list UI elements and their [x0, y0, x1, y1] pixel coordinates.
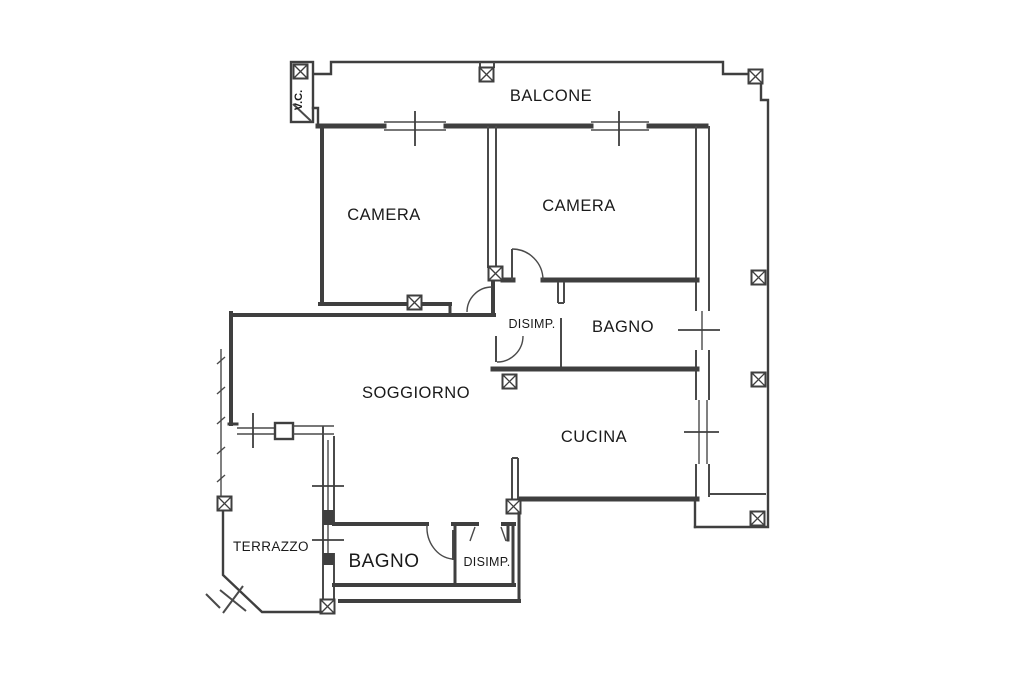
- window-icon: [678, 311, 720, 350]
- column-icon: [487, 265, 504, 282]
- column-icon: [406, 294, 423, 311]
- balcony-outer-edge: [311, 60, 770, 529]
- window-jamb-box: [273, 421, 295, 441]
- column-icon: [505, 498, 522, 515]
- room-label-bagno-lower: BAGNO: [348, 551, 419, 572]
- column-icon: [216, 495, 233, 512]
- window-icon: [591, 111, 649, 146]
- door-swing-icon: [426, 524, 454, 560]
- column-icon: [319, 598, 336, 615]
- room-label-vc-shaft: V.C.: [293, 90, 305, 110]
- apartment-topleft-step: [311, 106, 320, 128]
- cucina-left-stub-wall: [511, 457, 519, 500]
- room-label-disimp-lower: DISIMP.: [463, 555, 510, 569]
- bagno-upper-door-jamb: [557, 282, 565, 304]
- room-label-cucina: CUCINA: [561, 428, 627, 446]
- terrace-edge: [216, 349, 226, 496]
- vc-shaft-hatch: [292, 103, 312, 122]
- door-swing-icon: [511, 248, 544, 281]
- column-icon: [749, 510, 766, 527]
- room-label-balcone: BALCONE: [510, 87, 592, 105]
- terrace-door-icon: [237, 413, 277, 448]
- window-icon: [293, 425, 334, 435]
- door-stop-tick: [500, 526, 507, 542]
- room-label-terrazzo: TERRAZZO: [233, 539, 309, 554]
- column-icon: [292, 63, 309, 80]
- room-label-soggiorno: SOGGIORNO: [362, 384, 470, 402]
- room-label-camera-right: CAMERA: [542, 197, 616, 215]
- column-icon: [750, 371, 767, 388]
- column-icon: [478, 66, 495, 83]
- window-icon: [384, 111, 446, 146]
- room-label-camera-left: CAMERA: [347, 206, 421, 224]
- camera-divider-wall: [487, 126, 497, 268]
- window-icon: [684, 400, 719, 464]
- room-label-disimp-upper: DISIMP.: [508, 317, 555, 331]
- door-swing-icon: [466, 286, 493, 313]
- column-icon: [747, 68, 764, 85]
- terrace-outline: [221, 510, 323, 614]
- door-stop-tick: [469, 526, 476, 542]
- door-swing-icon: [495, 335, 524, 363]
- room-label-bagno-upper: BAGNO: [592, 318, 654, 336]
- terrace-corner-column-x: [205, 585, 247, 614]
- terrace-window-wall: [312, 426, 344, 600]
- column-icon: [501, 373, 518, 390]
- column-icon: [750, 269, 767, 286]
